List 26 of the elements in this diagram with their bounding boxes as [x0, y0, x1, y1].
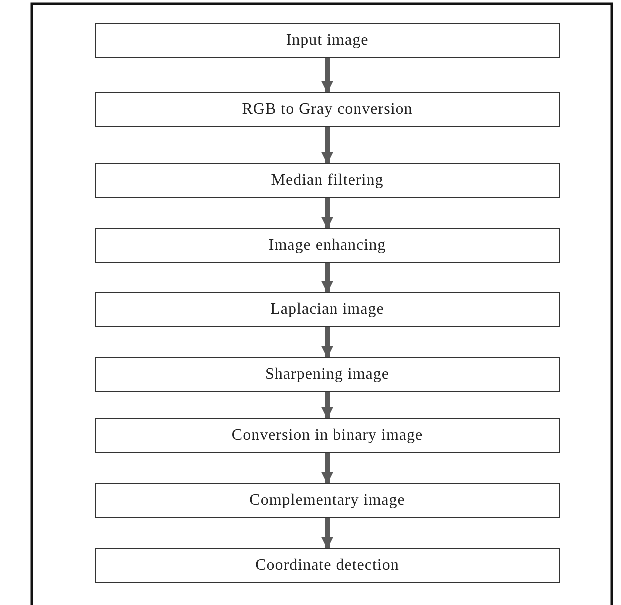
step-label: Conversion in binary image: [232, 426, 424, 444]
step-label: RGB to Gray conversion: [242, 100, 413, 118]
arrow: [322, 58, 334, 94]
process-box: [95, 548, 560, 583]
step-label: Coordinate detection: [256, 556, 400, 574]
process-box: [95, 418, 560, 453]
process-box: [95, 163, 560, 198]
process-box: [95, 357, 560, 392]
arrow: [322, 392, 334, 420]
process-box: [95, 92, 560, 127]
step-label: Complementary image: [250, 492, 406, 510]
process-box: [95, 292, 560, 327]
step-label: Image enhancing: [268, 236, 386, 254]
step-label: Input image: [286, 32, 369, 50]
arrow: [322, 327, 334, 358]
step-label: Sharpening image: [266, 366, 390, 384]
arrow: [322, 263, 334, 294]
arrow: [322, 518, 334, 550]
arrow: [322, 127, 334, 164]
arrow: [322, 198, 334, 230]
arrow: [322, 453, 334, 484]
process-box: [95, 483, 560, 518]
step-label: Median filtering: [271, 172, 384, 190]
step-label: Laplacian image: [270, 300, 384, 318]
process-box: [95, 23, 560, 58]
process-box: [95, 228, 560, 263]
